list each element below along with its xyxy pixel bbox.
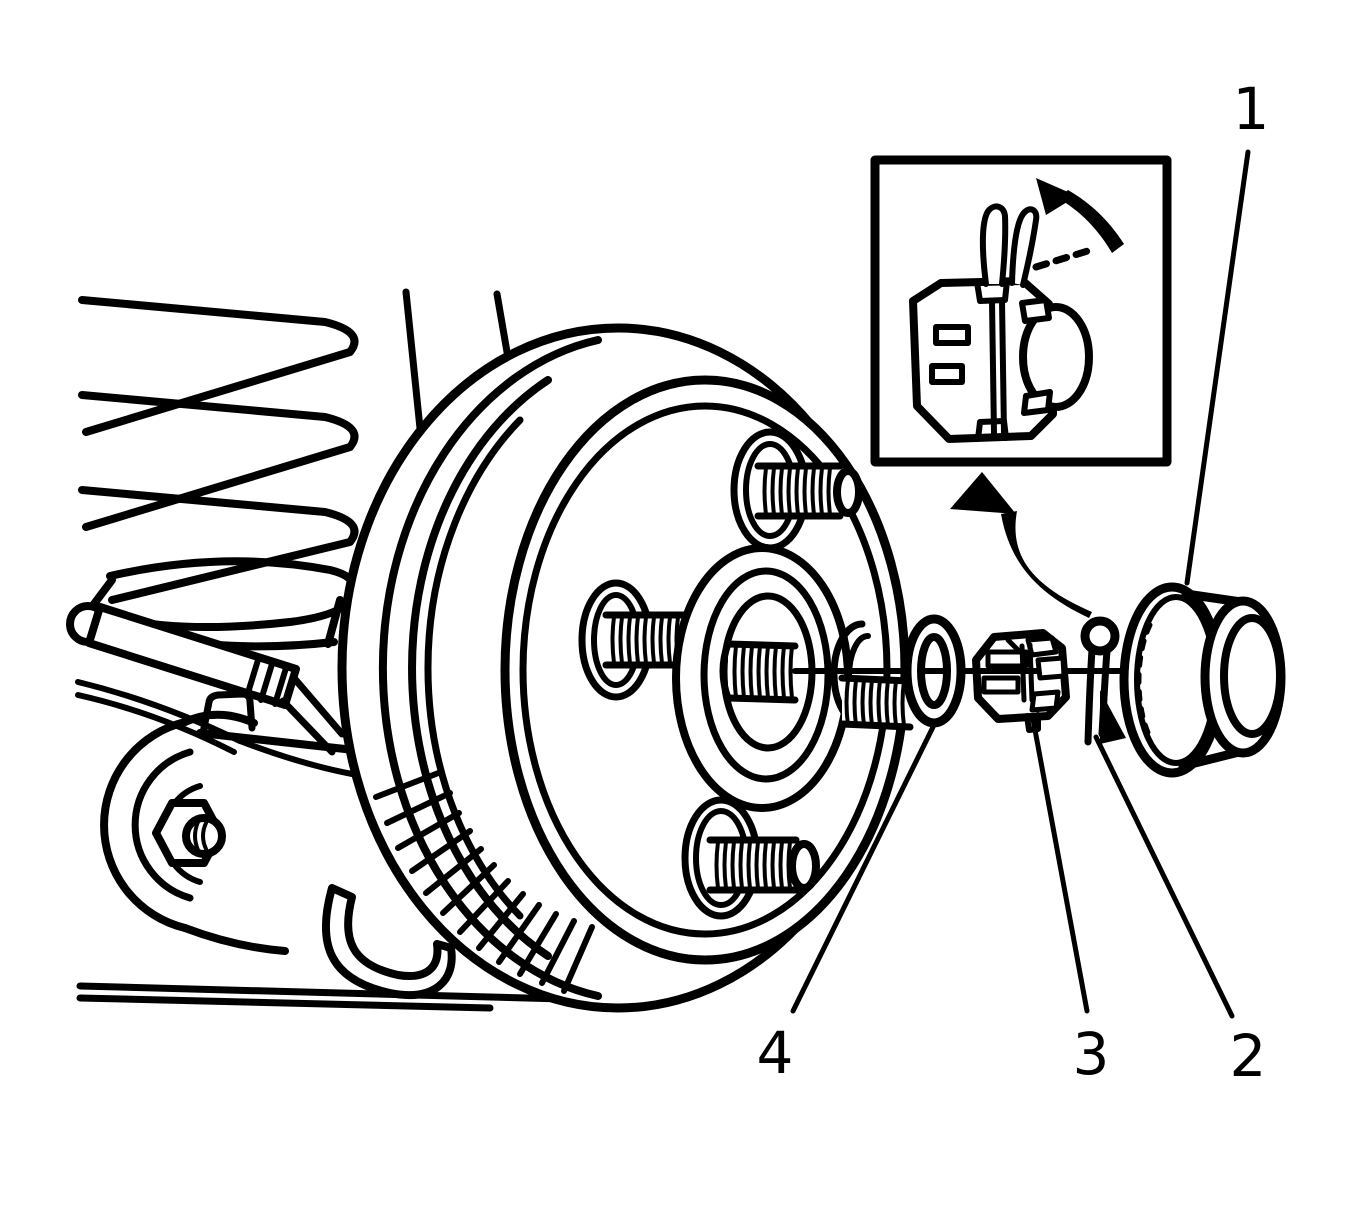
coil-spring [78, 296, 359, 651]
inset-cotter-pin [979, 203, 1040, 288]
cotter-pin-head [1080, 616, 1120, 656]
leader-line-2 [1093, 734, 1235, 1019]
hub-flange [672, 544, 852, 812]
inset-motion-dashes [1032, 245, 1098, 271]
leader-line-4 [790, 724, 936, 1014]
inset-bend-arrow [1036, 178, 1124, 253]
dust-cap [1119, 582, 1286, 778]
strut-lines [402, 288, 511, 442]
leader-line-1 [1184, 149, 1251, 586]
callout-1: 1 [1233, 75, 1270, 143]
inset-box [870, 155, 1172, 467]
wheel-stud-bottom [681, 796, 820, 920]
callout-2: 2 [1230, 1022, 1267, 1090]
arm-hook-bracket [321, 884, 456, 999]
washer [902, 614, 966, 728]
inset-bend-arrow-head [1036, 178, 1077, 215]
shock-absorber [66, 602, 346, 756]
callout-4: 4 [757, 1019, 794, 1087]
removal-arrow-head [950, 472, 1016, 514]
removal-arrow [950, 472, 1092, 618]
cotter-pin [1080, 616, 1126, 746]
cotter-pin-bent-leg [1100, 690, 1126, 744]
spindle-threads-outer [838, 674, 914, 731]
drum-hatching [373, 769, 595, 994]
arm-pivot-nut [152, 799, 226, 867]
dust-cap-end [1220, 614, 1284, 738]
inset-retainer-nut [909, 277, 1093, 443]
callout-leaders [790, 149, 1251, 1019]
spindle-threads-center [719, 640, 799, 704]
callout-3: 3 [1073, 1020, 1110, 1088]
leader-line-3 [1030, 716, 1090, 1014]
